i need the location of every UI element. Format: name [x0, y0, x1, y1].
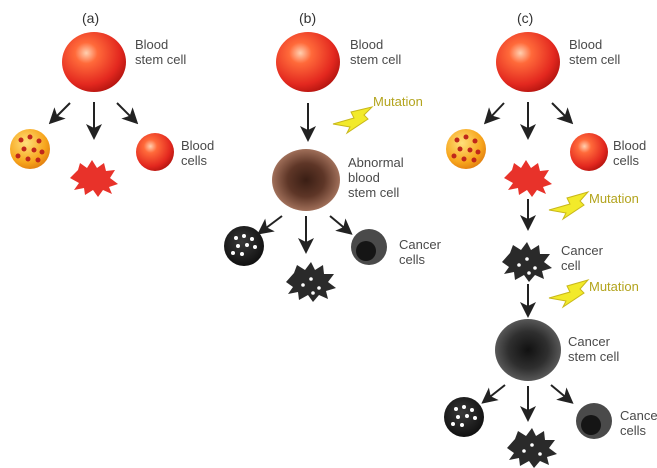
b-abnormal-cell [272, 149, 340, 211]
c-blood-cells-label: Blood cells [613, 138, 646, 168]
c-mutation-label-1: Mutation [589, 191, 639, 206]
panel-label-a: (a) [82, 11, 99, 26]
b-black-cell [224, 226, 264, 266]
c-arrow-right [552, 103, 569, 120]
b-dark-cell [351, 229, 387, 265]
b-cancer-cells-label: Cancer cells [399, 237, 441, 267]
b-mutation-label: Mutation [373, 94, 423, 109]
c-cancer-cell-label: Cancer cell [561, 243, 603, 273]
b-arrow-right [330, 216, 348, 231]
a-spiky-cell [70, 160, 118, 197]
a-arrow-left [53, 103, 70, 120]
c-cancer-stem-label: Cancer stem cell [568, 334, 619, 364]
c-cancer-cells-label: Cance cells [620, 408, 657, 438]
c-orange-cell [446, 129, 486, 169]
c-mutation-bolt-2 [549, 280, 588, 307]
a-orange-cell [10, 129, 50, 169]
a-stem-cell-label: Blood stem cell [135, 37, 186, 67]
b-abnormal-label: Abnormal blood stem cell [348, 155, 404, 200]
a-red-cell [136, 133, 174, 171]
c-red-cell [570, 133, 608, 171]
b-mutation-bolt [333, 107, 372, 133]
c-arrow-left [488, 103, 504, 120]
c-mutation-bolt-1 [549, 192, 588, 219]
c-stem-cell-label: Blood stem cell [569, 37, 620, 67]
b-stem-cell-label: Blood stem cell [350, 37, 401, 67]
a-blood-cells-label: Blood cells [181, 138, 214, 168]
c-arrow-right-2 [551, 385, 569, 400]
c-cancer-stem-cell [495, 319, 561, 381]
c-cancer-cell [502, 242, 552, 282]
c-mutation-label-2: Mutation [589, 279, 639, 294]
c-spiky-cell [504, 160, 552, 197]
c-dark-cell [576, 403, 612, 439]
c-arrow-left-2 [486, 385, 505, 400]
panel-label-c: (c) [517, 11, 533, 26]
a-arrow-right [117, 103, 134, 120]
b-arrow-left [262, 216, 282, 231]
c-black-spiky-cell [507, 428, 557, 468]
b-spiky-cell [286, 262, 336, 302]
panel-label-b: (b) [299, 11, 316, 26]
c-black-cell [444, 397, 484, 437]
c-stem-cell [496, 32, 560, 92]
a-stem-cell [62, 32, 126, 92]
b-stem-cell [276, 32, 340, 92]
